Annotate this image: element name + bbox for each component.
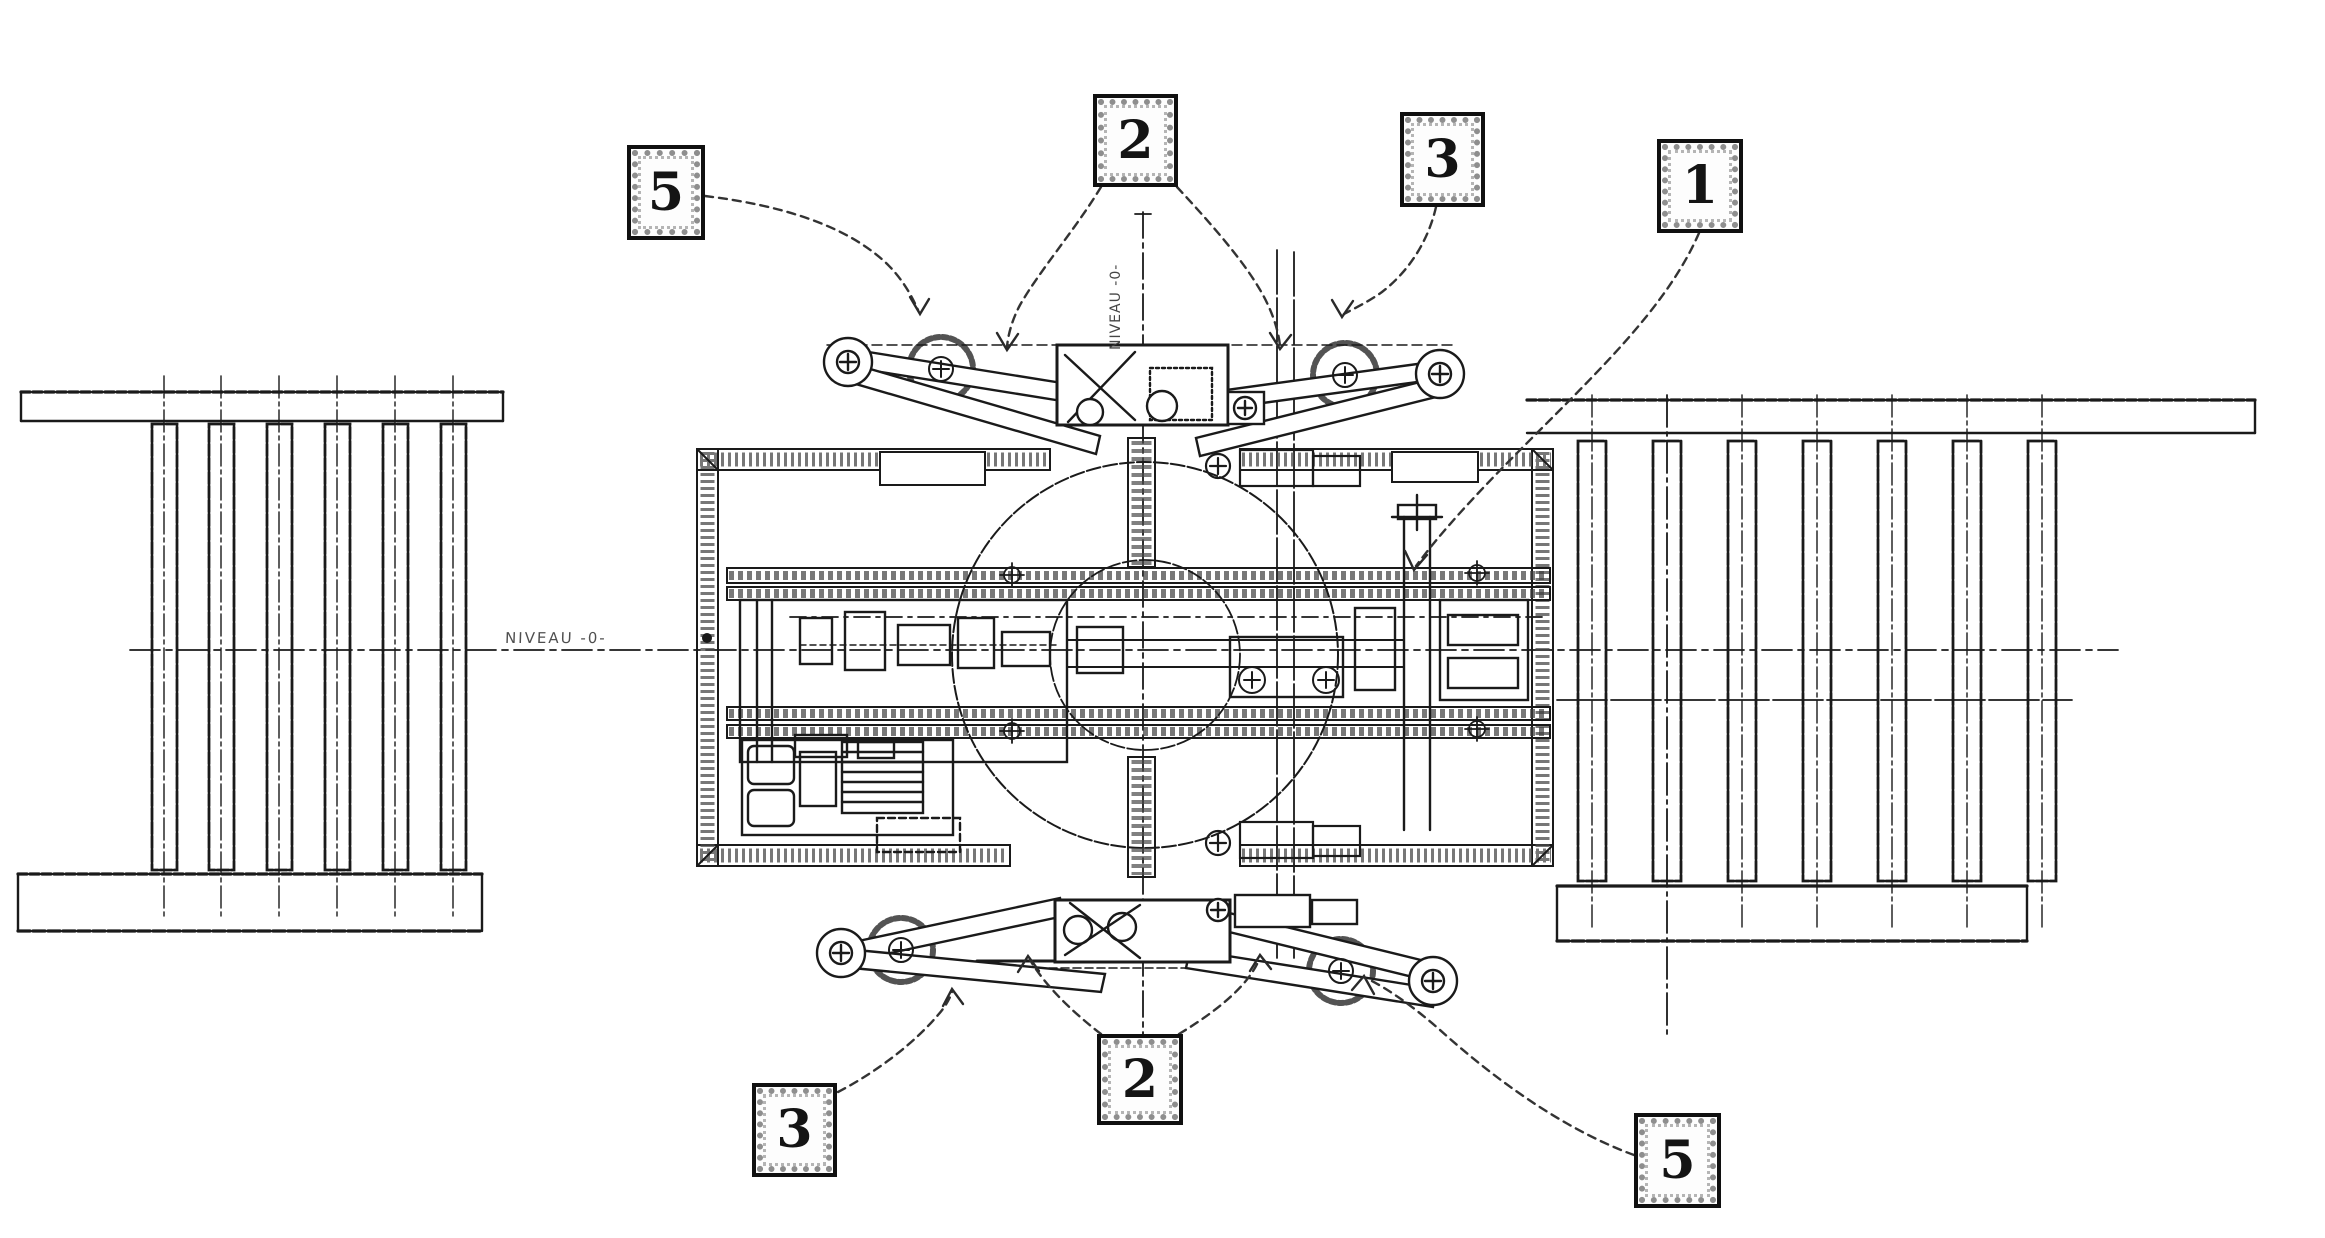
machine-frame-internals: [726, 437, 1551, 878]
callout-stipple: [1104, 105, 1167, 176]
leader-3-top-right: [1342, 205, 1438, 316]
leader-2-top-center-right: [1175, 185, 1282, 348]
leader-2-top-center-left: [1005, 185, 1103, 349]
level-label-vertical: NIVEAU -0-: [1108, 263, 1124, 350]
turntable-inner-circle: [1049, 559, 1241, 751]
coupling-flange-bolts: [1238, 666, 1340, 694]
level-label-horizontal: NIVEAU -0-: [504, 629, 608, 647]
callout-stipple: [763, 1094, 826, 1166]
callout-stipple: [1645, 1124, 1710, 1197]
callout-5-top-left: 5: [627, 145, 705, 240]
callout-2-top-center: 2: [1093, 94, 1178, 187]
left-slat-centerlines: [163, 375, 454, 917]
callout-3-bottom-left: 3: [752, 1083, 837, 1177]
top-linkage-arms: [847, 348, 1442, 458]
bottom-center-block: [1053, 893, 1359, 964]
right-guide-column: [1353, 493, 1530, 832]
right-slat-centerlines: [1591, 394, 2043, 929]
machine-frame-border: [696, 448, 1554, 867]
top-center-block: [1055, 343, 1266, 427]
leader-arrowheads: [908, 295, 1429, 1008]
callout-stipple: [638, 156, 694, 229]
right-roller-table: [1525, 394, 2257, 943]
callout-stipple: [1639, 1118, 1716, 1203]
leader-3-bottom-left: [836, 990, 954, 1094]
rail-bolt-marks: [999, 560, 1490, 744]
callout-stipple: [1411, 123, 1474, 196]
guide-rails: [726, 567, 1551, 739]
callout-stipple: [632, 150, 700, 235]
callout-label: 5: [1659, 1129, 1696, 1191]
callout-stipple: [1405, 117, 1480, 202]
leader-2-bottom-center-right: [1177, 960, 1260, 1036]
callout-label: 2: [1117, 109, 1154, 171]
callout-stipple: [1662, 144, 1738, 228]
callout-leaders: [703, 185, 1701, 1157]
callout-1-right: 1: [1657, 139, 1743, 233]
callout-3-top-right: 3: [1400, 112, 1485, 207]
left-roller-table: [16, 375, 505, 933]
callout-label: 3: [776, 1099, 813, 1160]
callout-label: 3: [1424, 128, 1461, 190]
left-table-slats: [150, 422, 468, 872]
callout-stipple: [1668, 150, 1732, 222]
top-linkage: [822, 334, 1466, 458]
center-column: [1127, 437, 1156, 878]
callout-stipple: [1098, 99, 1173, 182]
bottom-pivot-bolts: [888, 937, 1354, 984]
main-shaft: [1066, 625, 1405, 699]
callout-stipple: [1108, 1045, 1172, 1114]
callout-label: 1: [1681, 155, 1719, 216]
leader-5-top-left: [703, 194, 920, 312]
top-pivot-bolts: [928, 356, 1358, 388]
bottom-linkage: [815, 893, 1459, 1009]
clamp-cylinders: [1204, 448, 1362, 860]
callout-stipple: [1102, 1039, 1178, 1120]
callout-5-bottom-right: 5: [1634, 1113, 1721, 1208]
turntable-outer-circle: [951, 461, 1339, 849]
callout-label: 5: [647, 161, 685, 223]
leader-5-bottom-right: [1366, 977, 1636, 1157]
drive-motor: [740, 738, 962, 854]
left-gearbox: [738, 598, 1069, 764]
callout-stipple: [757, 1088, 832, 1172]
leader-1-right: [1414, 231, 1701, 568]
callout-2-bottom-center: 2: [1097, 1034, 1183, 1125]
bottom-end-rollers: [815, 927, 1459, 1007]
top-end-rollers: [822, 336, 1466, 400]
callout-label: 2: [1121, 1048, 1159, 1110]
leader-2-bottom-center-left: [1028, 958, 1103, 1036]
